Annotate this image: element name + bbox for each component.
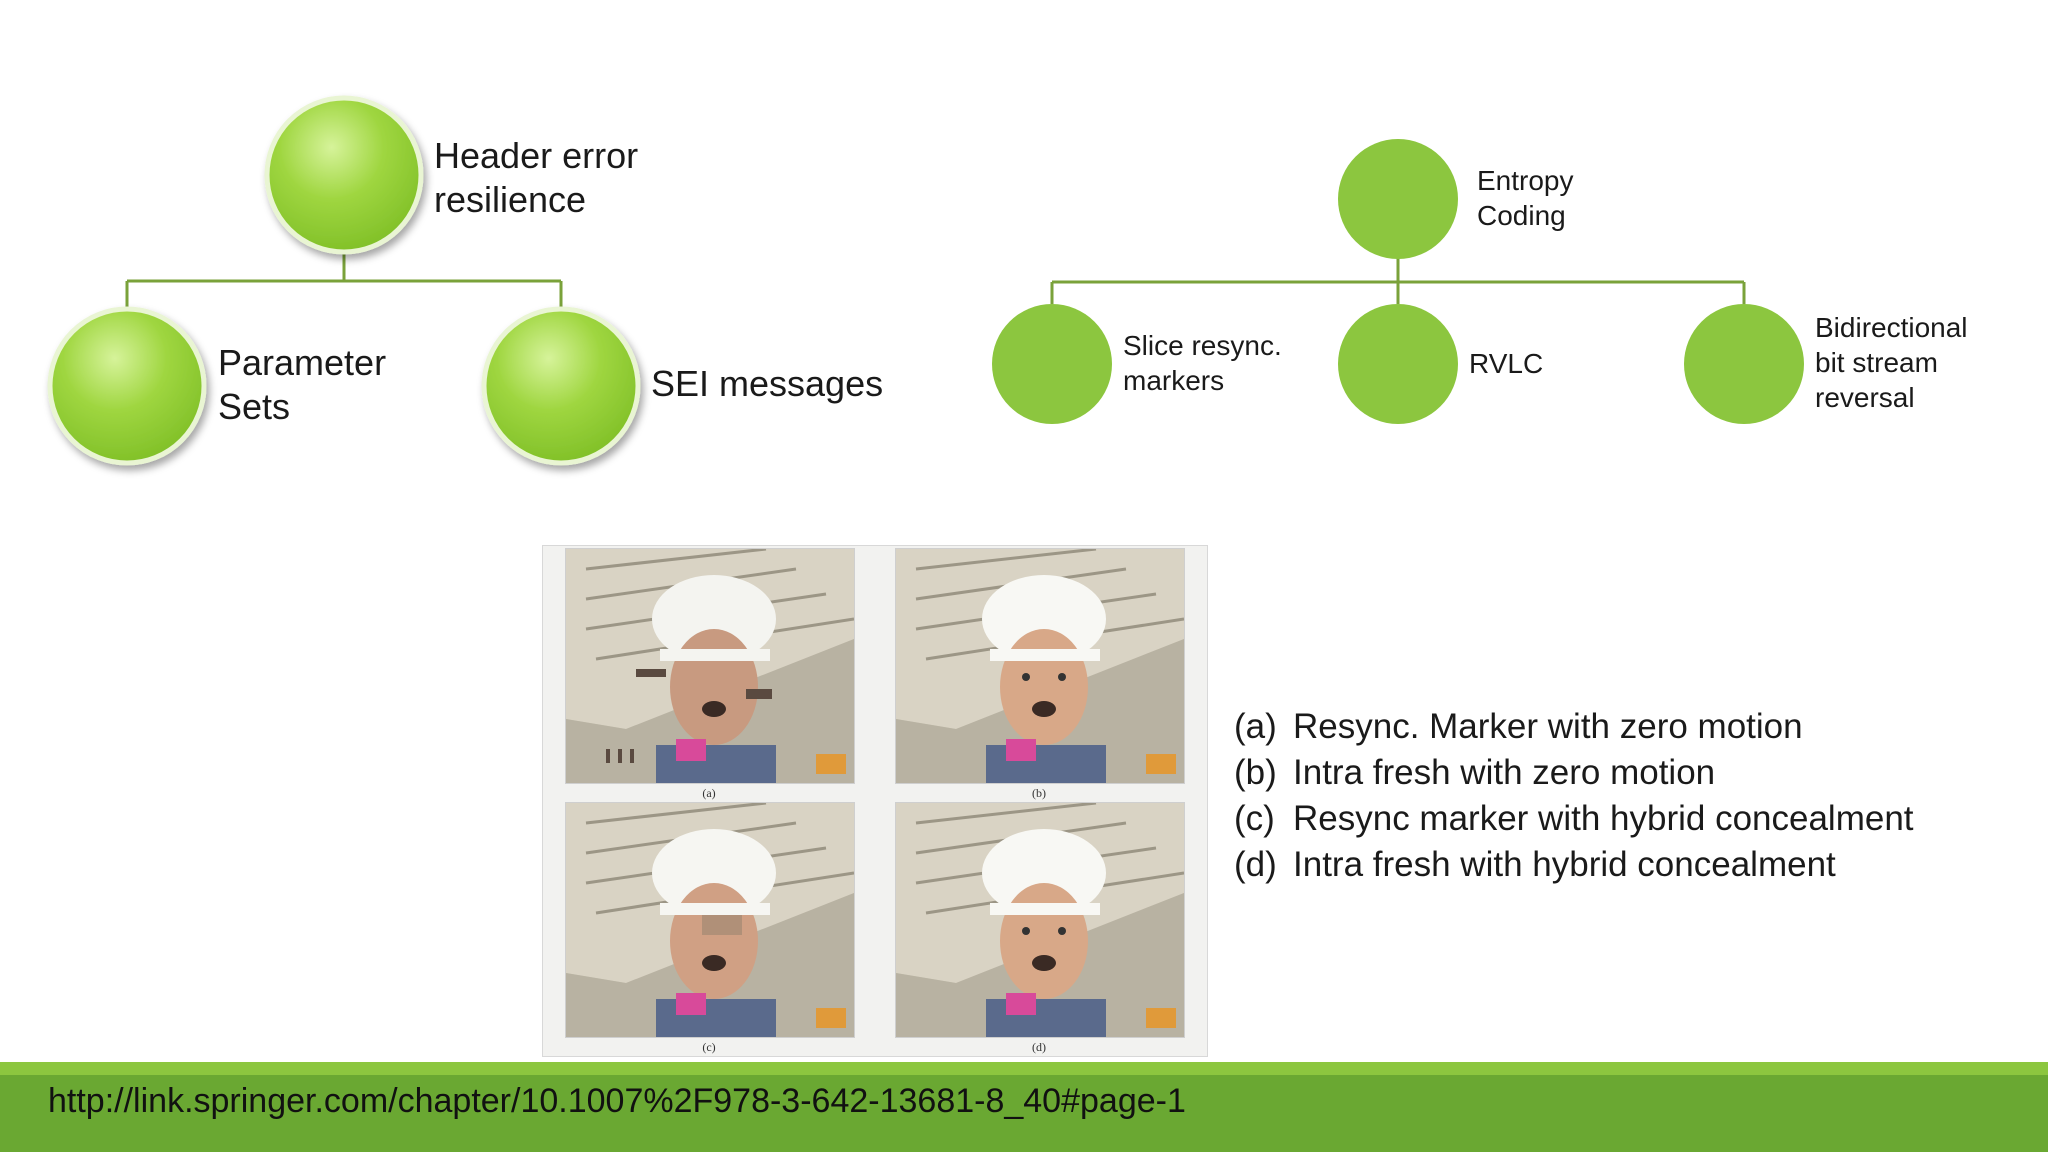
frame-panel-b [895, 548, 1185, 784]
right-child-node-bidirectional [1684, 304, 1804, 424]
legend-text: Intra fresh with zero motion [1293, 753, 1716, 792]
legend-text: Resync marker with hybrid concealment [1293, 799, 1914, 838]
right-root-node [1338, 139, 1458, 259]
left-child-node-parameter-sets [47, 306, 207, 466]
legend-row-d: (d) Intra fresh with hybrid concealment [1234, 842, 1914, 888]
legend-row-b: (b) Intra fresh with zero motion [1234, 750, 1914, 796]
parameter-sets-label: Parameter Sets [218, 342, 387, 427]
frame-b-image [896, 549, 1184, 783]
footer-bar [0, 1075, 2048, 1152]
right-tree-connectors [1050, 258, 1746, 304]
right-child-node-slice-resync [992, 304, 1112, 424]
frame-caption-c: (c) [702, 1040, 716, 1054]
source-url-link[interactable]: http://link.springer.com/chapter/10.1007… [48, 1082, 1186, 1120]
figure-legend: (a) Resync. Marker with zero motion (b) … [1234, 704, 1914, 888]
bidirectional-label: Bidirectional bit stream reversal [1815, 312, 1968, 413]
slice-resync-label: Slice resync. markers [1123, 330, 1282, 396]
video-frames-figure: (a) (b) [542, 545, 1208, 1057]
rvlc-label: RVLC [1469, 348, 1544, 379]
legend-key: (b) [1234, 753, 1277, 792]
legend-text: Intra fresh with hybrid concealment [1293, 845, 1836, 884]
frame-caption-b: (b) [1032, 786, 1046, 800]
right-root-label: Entropy Coding [1477, 165, 1574, 231]
frame-panel-a [565, 548, 855, 784]
legend-key: (c) [1234, 799, 1275, 838]
frame-caption-a: (a) [702, 786, 716, 800]
left-root-node [264, 95, 424, 255]
frame-d-image [896, 803, 1184, 1037]
footer-accent-stripe [0, 1062, 2048, 1075]
legend-row-a: (a) Resync. Marker with zero motion [1234, 704, 1914, 750]
frame-panel-d [895, 802, 1185, 1038]
legend-text: Resync. Marker with zero motion [1293, 707, 1803, 746]
legend-key: (d) [1234, 845, 1277, 884]
right-child-node-rvlc [1338, 304, 1458, 424]
legend-key: (a) [1234, 707, 1277, 746]
frame-c-image [566, 803, 854, 1037]
left-child-node-sei-messages [481, 306, 641, 466]
frame-a-image [566, 549, 854, 783]
left-root-label: Header error resilience [434, 135, 639, 220]
legend-row-c: (c) Resync marker with hybrid concealmen… [1234, 796, 1914, 842]
frame-panel-c [565, 802, 855, 1038]
frame-caption-d: (d) [1032, 1040, 1046, 1054]
sei-messages-label: SEI messages [651, 363, 884, 404]
left-tree-connectors [125, 250, 563, 308]
